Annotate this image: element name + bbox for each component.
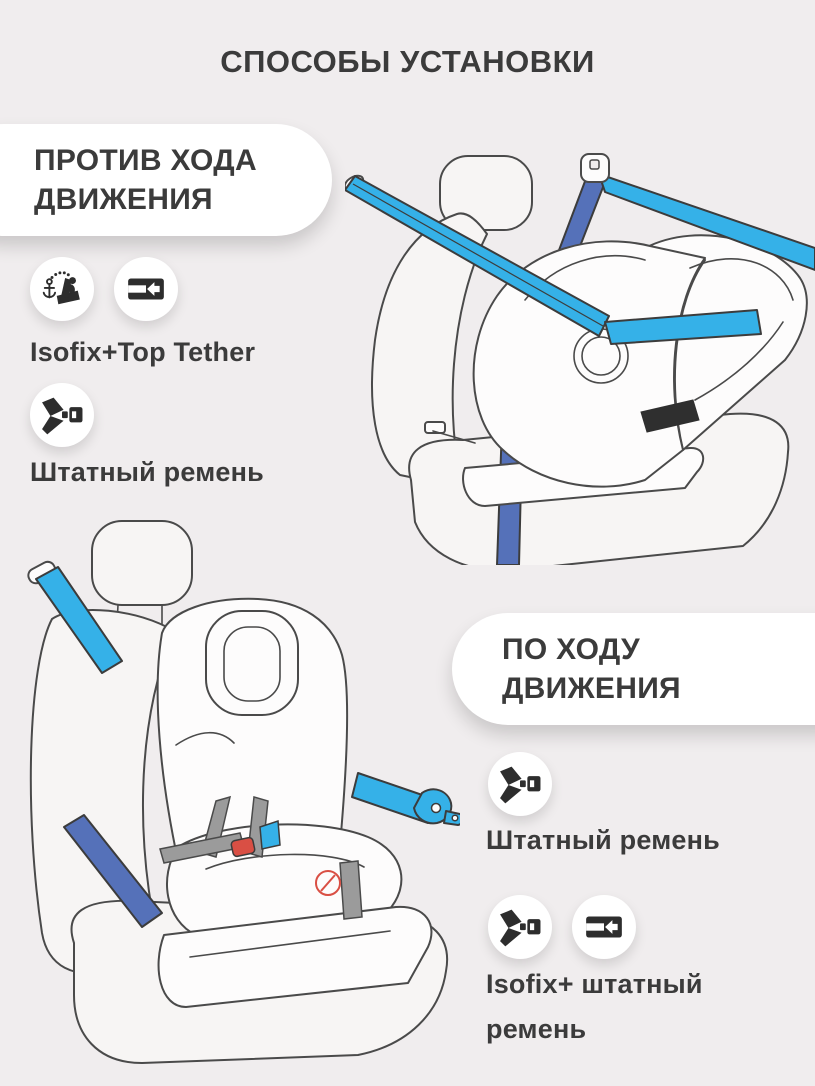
forward-method2-label-line2: ремень xyxy=(486,1014,587,1044)
isofix-arm xyxy=(424,421,446,434)
top-tether-hook xyxy=(580,153,610,183)
forward-facing-install-illustration xyxy=(27,520,460,1064)
harness-buckle xyxy=(230,836,256,858)
seatbelt-buckle-icon xyxy=(500,909,541,947)
forward-method1-icons xyxy=(488,752,552,816)
forward-method2-label: Isofix+ штатный ремень xyxy=(486,962,703,1052)
top-tether-hook xyxy=(413,788,460,826)
vehicle-belt-lap xyxy=(63,814,163,928)
top-tether-seat-icon xyxy=(42,271,80,305)
rear-method1-icons xyxy=(30,257,178,321)
forward-facing-heading-pill: ПО ХОДУ ДВИЖЕНИЯ xyxy=(452,613,815,725)
page-title: СПОСОБЫ УСТАНОВКИ xyxy=(220,44,595,79)
icon-circle xyxy=(488,895,552,959)
base-strap xyxy=(339,860,363,920)
vehicle-belt-lower xyxy=(604,309,762,345)
forward-facing-heading-line1: ПО ХОДУ xyxy=(502,633,640,666)
rear-facing-install-illustration xyxy=(345,153,815,565)
forward-method1-label: Штатный ремень xyxy=(486,825,720,855)
forward-method2-icons xyxy=(488,895,636,959)
vehicle-belt-diagonal xyxy=(345,175,610,337)
harness-pad xyxy=(259,819,281,850)
car-seat-base xyxy=(157,905,433,1008)
rear-facing-heading-pill: ПРОТИВ ХОДА ДВИЖЕНИЯ xyxy=(0,124,332,236)
icon-circle xyxy=(114,257,178,321)
forward-facing-heading-line2: ДВИЖЕНИЯ xyxy=(502,672,681,705)
vehicle-belt-shoulder xyxy=(35,566,123,674)
rear-facing-heading-line1: ПРОТИВ ХОДА xyxy=(34,144,257,177)
icon-circle xyxy=(572,895,636,959)
rear-facing-heading-line2: ДВИЖЕНИЯ xyxy=(34,183,213,216)
brand-logo-mark xyxy=(315,870,341,896)
rear-method2-icons xyxy=(30,383,94,447)
rear-method2-label: Штатный ремень xyxy=(30,457,264,487)
vehicle-backrest xyxy=(371,212,488,489)
isofix-connector-icon xyxy=(586,916,622,938)
seatbelt-buckle-icon xyxy=(42,397,83,435)
vehicle-headrest xyxy=(439,155,533,231)
seatbelt-buckle-icon xyxy=(500,766,541,804)
isofix-connector-icon xyxy=(128,278,164,300)
forward-method2-label-line1: Isofix+ штатный xyxy=(486,969,703,999)
vehicle-headrest xyxy=(91,520,193,606)
icon-circle xyxy=(488,752,552,816)
icon-circle xyxy=(30,383,94,447)
isofix-indicator xyxy=(640,399,700,433)
icon-circle xyxy=(30,257,94,321)
rear-method1-label: Isofix+Top Tether xyxy=(30,337,256,367)
vehicle-belt-upper xyxy=(598,173,815,271)
